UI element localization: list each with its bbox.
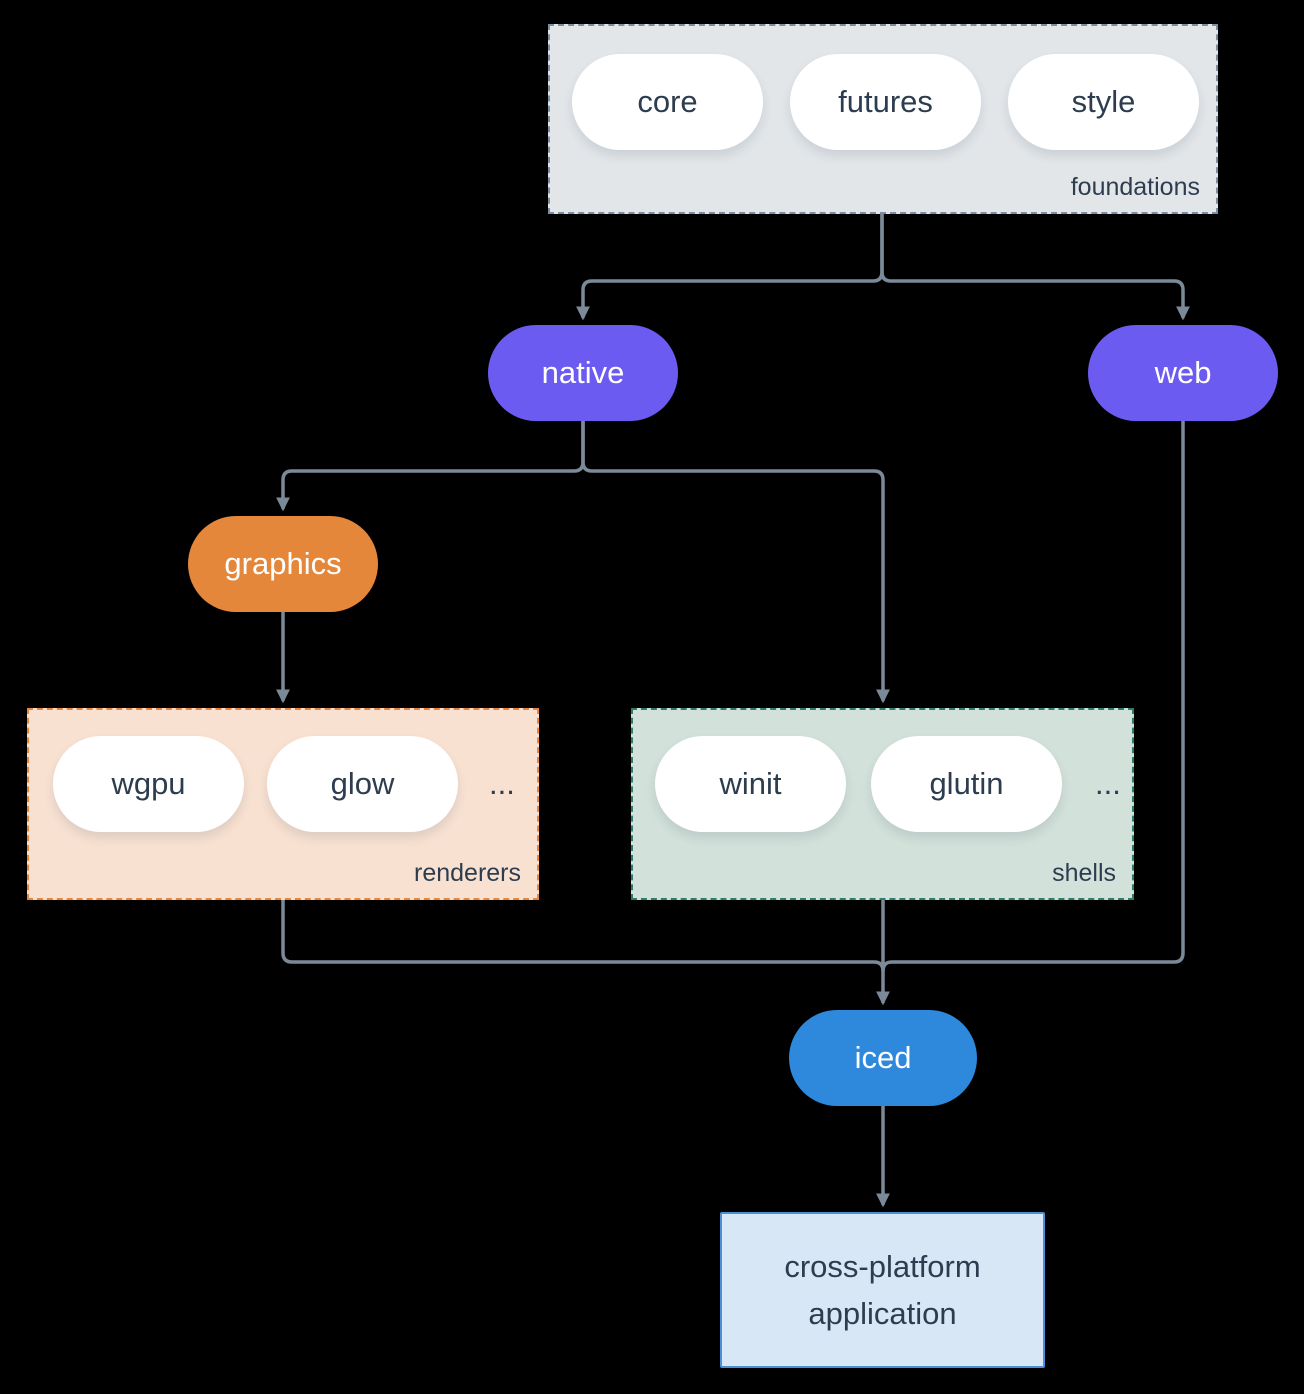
shells-group: winit glutin ... shells xyxy=(631,708,1134,900)
foundations-group: core futures style foundations xyxy=(548,24,1218,214)
node-wgpu: wgpu xyxy=(53,736,244,832)
node-glow: glow xyxy=(267,736,458,832)
node-futures: futures xyxy=(790,54,981,150)
edge-renderers-merge xyxy=(281,899,885,972)
edge-native-shells xyxy=(581,421,890,704)
shells-label: shells xyxy=(1052,859,1116,887)
renderers-pill-row: wgpu glow ... xyxy=(29,710,537,832)
node-style: style xyxy=(1008,54,1199,150)
node-winit: winit xyxy=(655,736,846,832)
node-iced: iced xyxy=(789,1010,977,1106)
renderers-label: renderers xyxy=(414,859,521,887)
application-label-line1: cross-platform xyxy=(784,1249,981,1284)
shells-pill-row: winit glutin ... xyxy=(633,710,1132,832)
node-web: web xyxy=(1088,325,1278,421)
application-label-line2: application xyxy=(808,1296,957,1331)
edge-native-graphics xyxy=(276,421,585,512)
node-core: core xyxy=(572,54,763,150)
node-native: native xyxy=(488,325,678,421)
renderers-group: wgpu glow ... renderers xyxy=(27,708,539,900)
shells-ellipsis: ... xyxy=(1095,766,1121,801)
edge-foundations-web xyxy=(880,214,1190,321)
foundations-pill-row: core futures style xyxy=(550,26,1216,150)
node-cross-platform-application: cross-platform application xyxy=(720,1212,1045,1368)
node-glutin: glutin xyxy=(871,736,1062,832)
foundations-label: foundations xyxy=(1070,173,1200,201)
edge-foundations-native xyxy=(576,214,884,321)
renderers-ellipsis: ... xyxy=(489,766,515,801)
node-graphics: graphics xyxy=(188,516,378,612)
